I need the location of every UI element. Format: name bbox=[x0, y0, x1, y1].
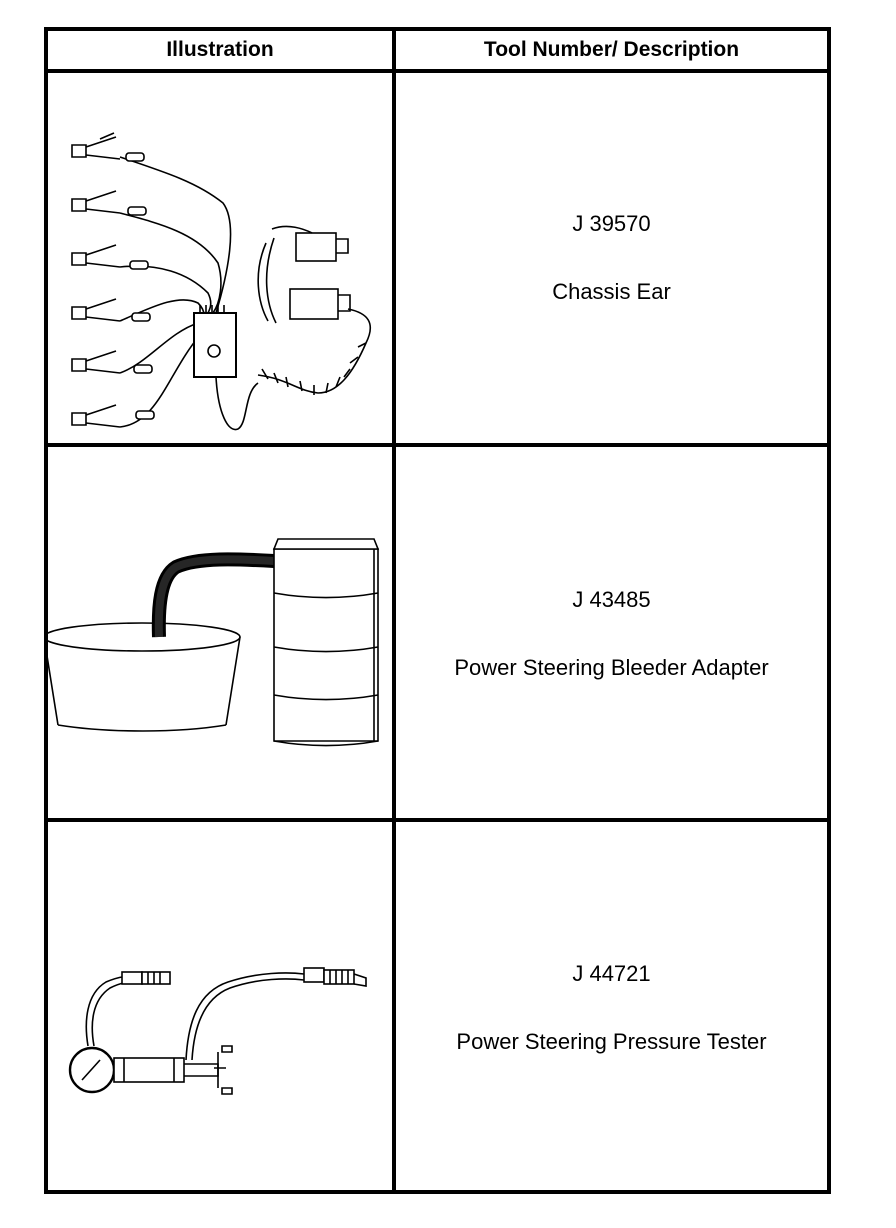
tool-number: J 44721 bbox=[572, 961, 651, 986]
tool-name: Power Steering Pressure Tester bbox=[456, 1029, 767, 1054]
column-divider bbox=[392, 31, 396, 1190]
tools-table: Illustration Tool Number/ Description bbox=[44, 27, 831, 1194]
row-divider bbox=[48, 443, 827, 447]
tool-number: J 43485 bbox=[572, 587, 651, 612]
pressure-tester-tool-icon bbox=[48, 822, 392, 1194]
row-divider bbox=[48, 818, 827, 822]
tool-name: Power Steering Bleeder Adapter bbox=[454, 655, 769, 680]
bleeder-adapter-tool-icon bbox=[48, 447, 392, 818]
tool-name: Chassis Ear bbox=[552, 279, 671, 304]
tool-description-cell: J 44721 Power Steering Pressure Tester bbox=[396, 961, 827, 1055]
tool-description-cell: J 43485 Power Steering Bleeder Adapter bbox=[396, 587, 827, 681]
tool-description-cell: J 39570 Chassis Ear bbox=[396, 211, 827, 305]
header-divider bbox=[48, 69, 827, 73]
tool-number: J 39570 bbox=[572, 211, 651, 236]
header-tool-description: Tool Number/ Description bbox=[483, 38, 740, 61]
header-illustration: Illustration bbox=[166, 38, 274, 61]
chassis-ear-tool-icon bbox=[48, 73, 392, 443]
